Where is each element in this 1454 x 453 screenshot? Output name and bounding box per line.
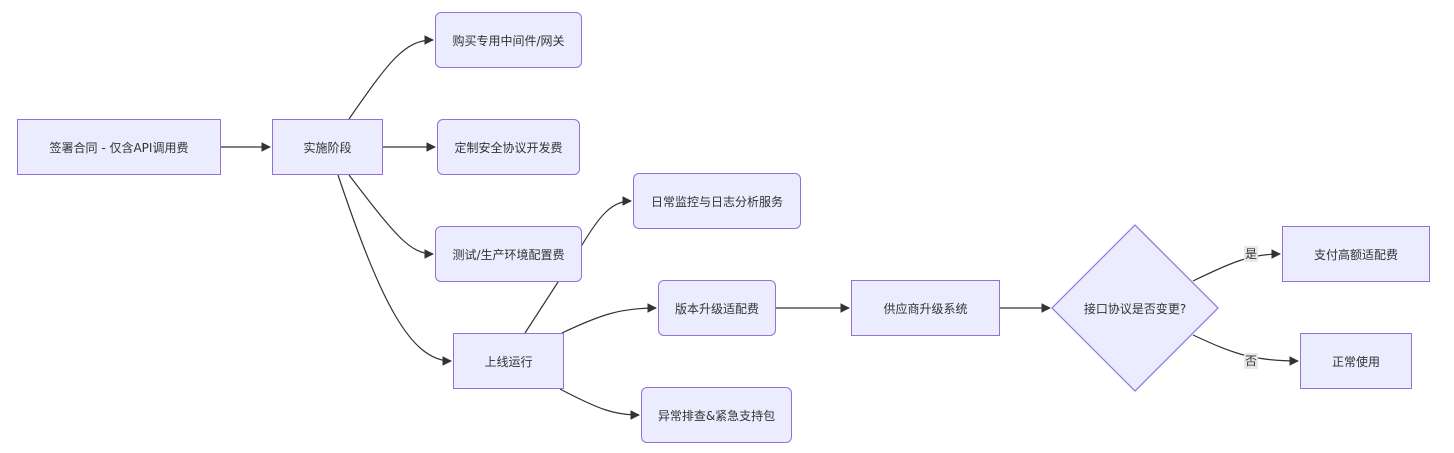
node-buy-middleware[interactable]: 购买专用中间件/网关 — [435, 12, 582, 68]
node-label: 签署合同 - 仅含API调用费 — [49, 140, 189, 155]
node-vendor-upgrade[interactable]: 供应商升级系统 — [851, 280, 1000, 336]
node-label: 购买专用中间件/网关 — [452, 33, 565, 48]
node-pay-high-fee[interactable]: 支付高额适配费 — [1282, 226, 1430, 282]
node-env-config-fee[interactable]: 测试/生产环境配置费 — [435, 226, 582, 282]
node-label: 供应商升级系统 — [883, 301, 968, 316]
node-label: 版本升级适配费 — [674, 301, 759, 316]
node-go-live[interactable]: 上线运行 — [453, 333, 564, 389]
node-implementation-phase[interactable]: 实施阶段 — [272, 119, 383, 175]
edge-k-to-l — [1192, 249, 1281, 282]
edge-k-to-m — [1192, 334, 1299, 366]
node-label: 正常使用 — [1331, 354, 1380, 369]
edge-b-to-f — [337, 174, 452, 366]
edge-f-to-g — [524, 196, 632, 334]
edge-f-to-i — [559, 388, 640, 420]
node-custom-security-protocol[interactable]: 定制安全协议开发费 — [437, 119, 580, 175]
node-normal-use[interactable]: 正常使用 — [1300, 333, 1412, 389]
decision-diamond — [1051, 224, 1219, 392]
edge-f-to-h — [561, 303, 657, 334]
node-label: 上线运行 — [484, 354, 533, 369]
decision-protocol-changed[interactable]: 接口协议是否变更? — [1060, 298, 1210, 318]
node-label: 测试/生产环境配置费 — [452, 247, 565, 262]
node-monitoring-service[interactable]: 日常监控与日志分析服务 — [633, 173, 801, 229]
node-emergency-support[interactable]: 异常排查&紧急支持包 — [641, 387, 792, 443]
edges-layer — [221, 35, 1299, 420]
edge-label-no: 否 — [1244, 353, 1259, 369]
node-label: 日常监控与日志分析服务 — [650, 194, 783, 209]
edge-label-yes: 是 — [1244, 246, 1259, 262]
node-label: 接口协议是否变更? — [1083, 301, 1187, 316]
node-sign-contract[interactable]: 签署合同 - 仅含API调用费 — [17, 119, 221, 175]
node-label: 支付高额适配费 — [1313, 247, 1398, 262]
edge-b-to-c — [348, 35, 434, 120]
node-label: 定制安全协议开发费 — [454, 140, 563, 155]
node-label: 异常排查&紧急支持包 — [657, 408, 776, 423]
node-label: 实施阶段 — [303, 140, 352, 155]
edge-b-to-e — [348, 174, 434, 259]
node-version-upgrade-fee[interactable]: 版本升级适配费 — [658, 280, 776, 336]
